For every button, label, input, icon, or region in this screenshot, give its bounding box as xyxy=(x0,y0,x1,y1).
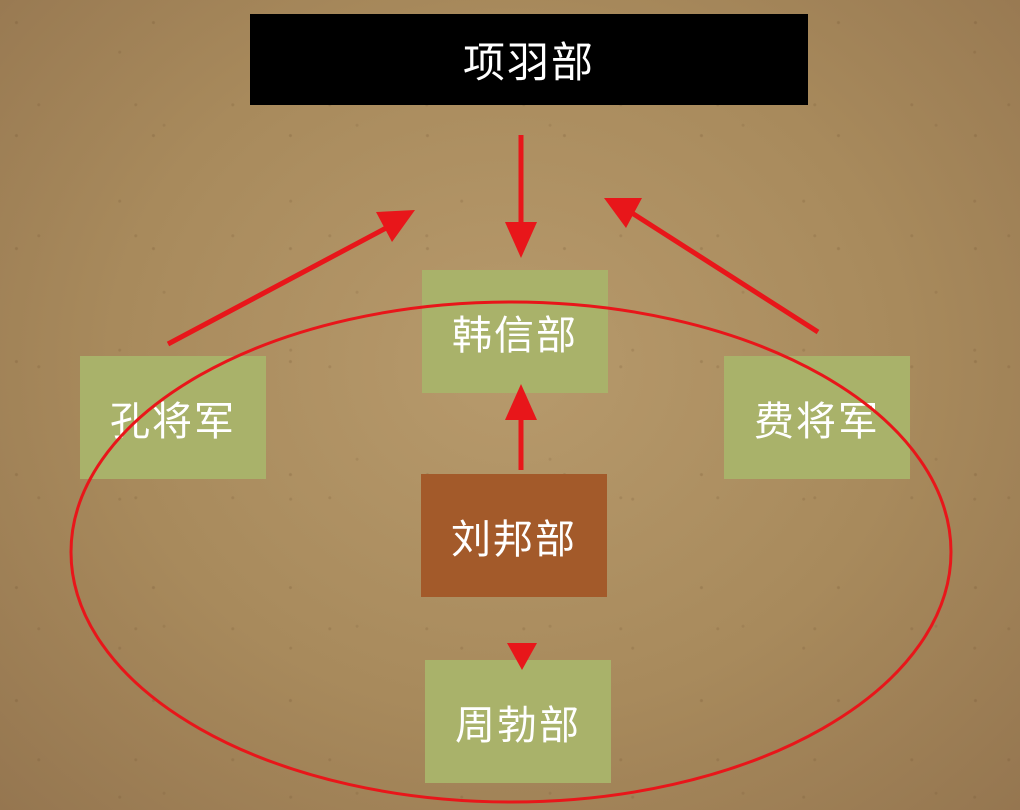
node-hanxin-label: 韩信部 xyxy=(452,312,578,359)
node-zhoubo-label: 周勃部 xyxy=(455,702,581,749)
node-zhoubo: 周勃部 xyxy=(425,660,611,783)
node-xiangyu: 项羽部 xyxy=(250,14,808,105)
node-xiangyu-label: 项羽部 xyxy=(462,38,595,87)
node-kong-label: 孔将军 xyxy=(110,398,236,445)
node-liubang-label: 刘邦部 xyxy=(451,516,577,563)
node-fei-label: 费将军 xyxy=(754,398,880,445)
node-liubang: 刘邦部 xyxy=(421,474,607,597)
node-fei: 费将军 xyxy=(724,356,910,479)
node-hanxin: 韩信部 xyxy=(422,270,608,393)
node-kong: 孔将军 xyxy=(80,356,266,479)
